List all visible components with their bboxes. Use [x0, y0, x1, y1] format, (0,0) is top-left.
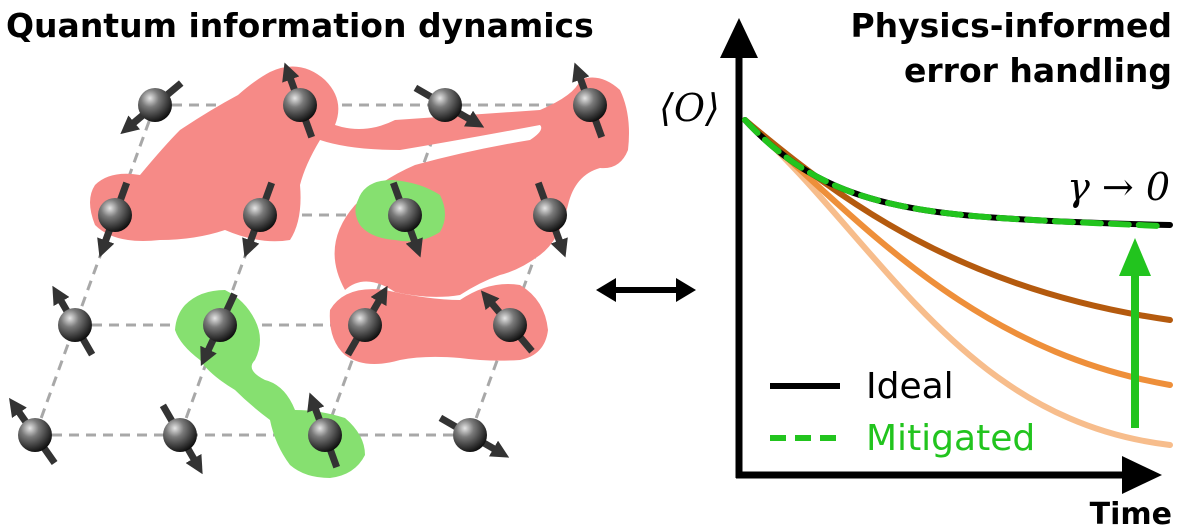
spin-ball-with-arrow-icon: [344, 285, 388, 357]
spin-ball-with-arrow-icon: [388, 181, 423, 258]
double-headed-arrow-icon: [596, 278, 696, 302]
legend-label-ideal: Ideal: [866, 366, 954, 407]
spin-ball-with-arrow-icon: [97, 181, 132, 258]
y-axis-arrowhead-icon: [720, 18, 758, 58]
noisy-curve-weakest: [742, 117, 1173, 448]
left-panel-title: Quantum information dynamics: [6, 6, 594, 45]
right-panel-title-line2: error handling: [904, 51, 1172, 90]
spin-ball-with-arrow-icon: [282, 62, 317, 139]
x-axis-label: Time: [1090, 497, 1172, 529]
legend-label-mitigated: Mitigated: [866, 418, 1035, 459]
spin-ball-with-arrow-icon: [200, 292, 238, 367]
mitigation-arrow-icon: [1119, 238, 1151, 428]
spin-ball-with-arrow-icon: [307, 392, 342, 469]
spin-ball-with-arrow-icon: [159, 403, 203, 475]
limit-label: γ → 0: [1067, 165, 1170, 209]
spin-ball-with-arrow-icon: [480, 290, 535, 354]
spin-sites: [9, 62, 607, 475]
right-panel-title-line1: Physics-informed: [850, 6, 1172, 45]
spin-ball-with-arrow-icon: [413, 84, 485, 128]
spin-ball-with-arrow-icon: [242, 181, 277, 258]
y-axis-label: ⟨O⟩: [659, 86, 720, 130]
spin-ball-with-arrow-icon: [438, 414, 510, 458]
mitigated-curve: [742, 117, 1163, 229]
spin-ball-with-arrow-icon: [120, 80, 184, 135]
plot-axes: [720, 18, 1162, 494]
legend: Ideal Mitigated: [770, 366, 1035, 459]
spin-ball-with-arrow-icon: [572, 62, 607, 139]
spin-ball-with-arrow-icon: [533, 181, 568, 258]
spin-ball-with-arrow-icon: [9, 397, 58, 466]
noisy-curve-strong: [742, 117, 1173, 323]
curves: [742, 117, 1173, 448]
spin-ball-with-arrow-icon: [52, 285, 96, 357]
x-axis-arrowhead-icon: [1122, 456, 1162, 494]
